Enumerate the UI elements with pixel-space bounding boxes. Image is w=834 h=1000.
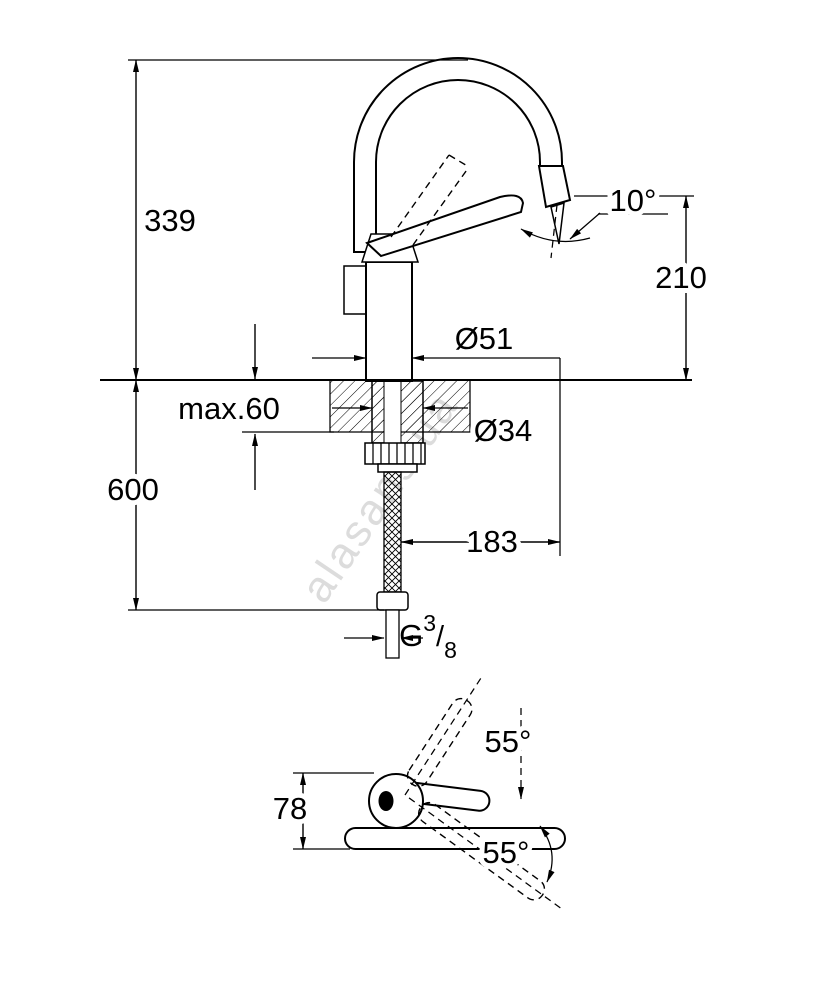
dim-body-diameter-label: Ø51 (455, 321, 514, 356)
dim-total-height-label: 339 (144, 203, 196, 238)
spout-outlet (537, 165, 572, 209)
body-plan (368, 773, 424, 829)
dim-swivel-upper: 55° (480, 708, 536, 800)
dim-lever-width: 78 (268, 772, 374, 850)
dim-swivel-upper-label: 55° (485, 724, 532, 759)
dim-spout-reach-label: 183 (466, 524, 518, 559)
dim-swivel-lower-label: 55° (483, 835, 530, 870)
lever-pivot (378, 791, 394, 811)
dim-deck-thickness: max.60 (173, 324, 334, 490)
gooseneck-spout (353, 57, 563, 253)
dim-outlet-angle: 10° (520, 178, 668, 243)
spout-plan (344, 827, 566, 850)
dim-hose-drop: 600 (102, 379, 384, 611)
dim-deck-thickness-label: max.60 (178, 391, 280, 426)
spout-tip (550, 201, 565, 245)
hose-end-tube (385, 609, 400, 659)
plan-view: 78 55° 55° (268, 677, 566, 911)
dim-shank-diameter-label: Ø34 (474, 413, 533, 448)
dim-lever-width-label: 78 (273, 791, 307, 826)
dim-outlet-height: 210 (574, 195, 712, 381)
dim-thread-size: G3/8 (344, 610, 457, 663)
lever-lower-position-dashed (408, 797, 564, 911)
dim-swivel-lower: 55° (478, 825, 555, 883)
handle-lever-raised-dashed (390, 154, 470, 246)
faucet-body (365, 261, 413, 382)
dim-hose-drop-label: 600 (107, 472, 159, 507)
dim-spout-reach: 183 (400, 358, 561, 564)
side-view: 339 210 10° Ø51 183 (100, 57, 712, 663)
dim-body-diameter: Ø51 (312, 316, 560, 361)
hose-channel (383, 380, 402, 444)
dim-total-height: 339 (128, 59, 468, 381)
dim-outlet-angle-label: 10° (610, 183, 657, 218)
handle-lever (365, 194, 525, 258)
dim-thread-size-label: G3/8 (399, 610, 457, 663)
dim-shank-diameter: Ø34 (332, 405, 537, 453)
outlet-reference-line (550, 204, 558, 259)
dim-outlet-height-label: 210 (655, 260, 707, 295)
mounting-nut (364, 442, 426, 473)
flex-hose (383, 471, 402, 593)
hose-end-nut (376, 591, 409, 611)
lever-upper-position-dashed (404, 677, 482, 796)
